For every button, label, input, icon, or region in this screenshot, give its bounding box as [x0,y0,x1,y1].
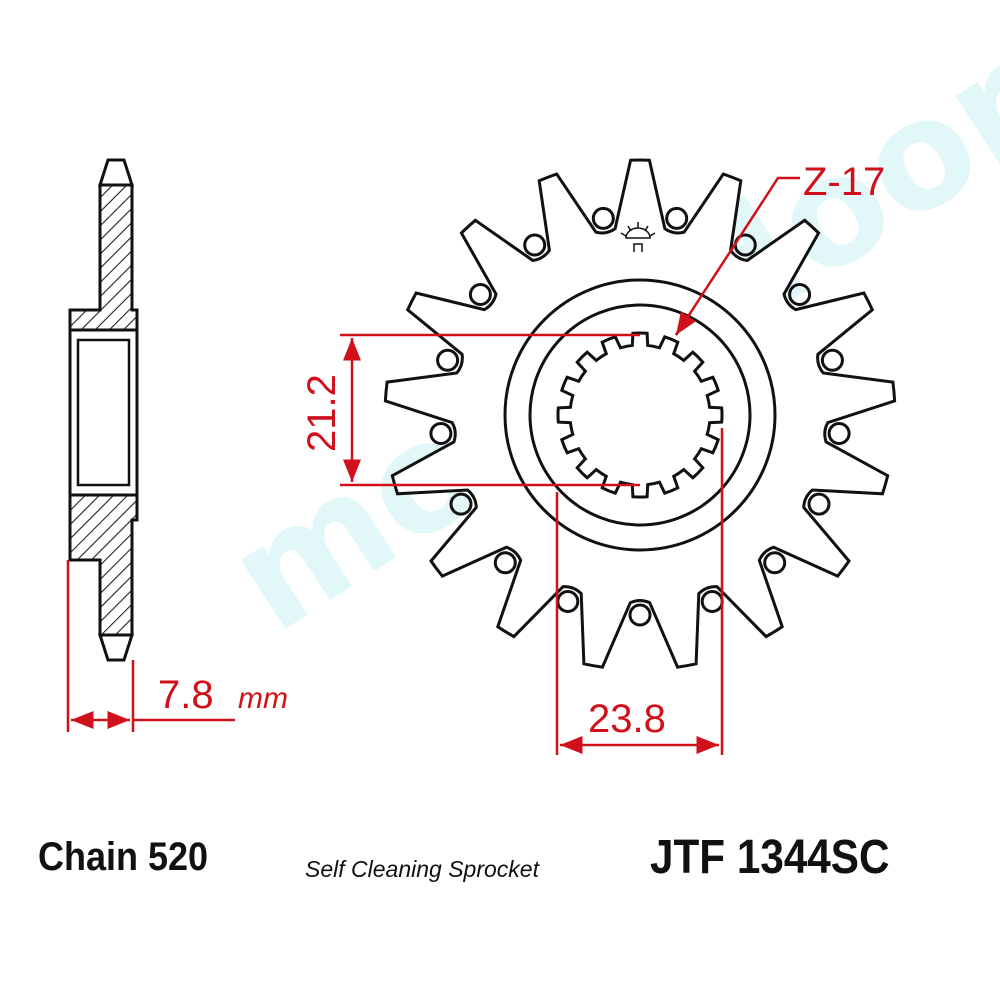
hub-outer-circle [503,278,777,552]
spline-bore [556,331,724,499]
cleaning-hole [827,422,851,445]
inner-diameter-label: 21.2 [300,374,344,452]
hub-inner-circle [528,303,752,527]
thickness-label: 7.8 [158,673,214,717]
sprocket-teeth-outline [383,158,897,669]
cleaning-hole [449,492,473,516]
cleaning-hole [700,590,724,613]
cleaning-hole [628,603,652,627]
cleaning-hole [468,283,492,306]
cleaning-hole [429,422,453,445]
cleaning-hole [807,492,831,516]
sprocket-front-view [383,158,897,669]
cleaning-hole [763,551,787,575]
chain-size: Chain 520 [38,835,209,879]
cleaning-hole [493,551,517,575]
teeth-count-label: Z-17 [803,160,885,204]
sprocket-description: Self Cleaning Sprocket [305,856,539,882]
cleaning-hole [523,233,547,257]
spline-diameter-label: 23.8 [588,697,666,741]
cleaning-hole [788,283,812,306]
thickness-unit: mm [238,682,288,715]
cleaning-hole [591,206,615,230]
cleaning-hole [436,348,460,372]
cleaning-hole [556,590,580,613]
dimension-lines [66,176,800,755]
logo-mark-icon [620,222,656,252]
cleaning-hole [820,348,844,372]
part-number: JTF 1344SC [650,831,890,884]
cleaning-hole [665,206,689,230]
side-section-view [68,158,139,662]
